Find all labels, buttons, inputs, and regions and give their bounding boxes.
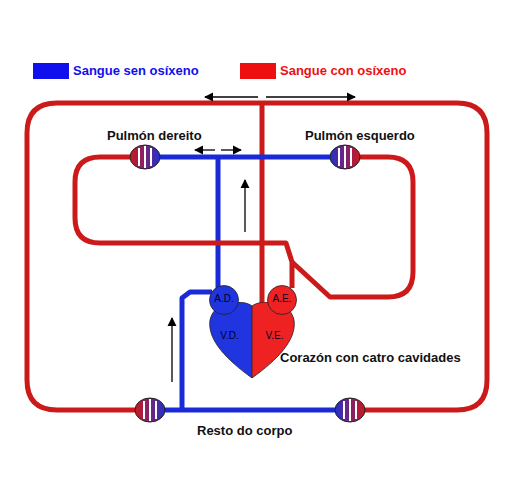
flow-arrow (205, 96, 258, 97)
capillary-bed (330, 145, 360, 169)
legend-swatch (240, 63, 276, 79)
vena-cava (182, 292, 212, 410)
chamber-label: V.E. (266, 330, 284, 378)
part-label: Pulmón dereito (107, 128, 202, 143)
ventricle: V.E. (252, 302, 297, 378)
chamber-label: V.D. (220, 330, 239, 378)
flow-arrow (244, 180, 245, 232)
aorta (260, 103, 265, 306)
capillary-bed (335, 398, 365, 422)
pulmonary-trunk (216, 157, 221, 288)
pulmonary-artery (160, 155, 330, 160)
chamber-label: A.E. (273, 293, 292, 315)
chamber-shape (252, 302, 294, 378)
capillary-stripes (339, 146, 351, 168)
part-label: Resto do corpo (197, 423, 292, 438)
capillary-bed (130, 145, 160, 169)
part-label: Corazón con catro cavidades (280, 350, 461, 365)
flow-arrow (266, 96, 355, 97)
chamber-shape (210, 302, 252, 378)
legend-text: Sangue sen osíxeno (73, 63, 199, 78)
capillary-bed (135, 398, 165, 422)
vein-body (164, 408, 336, 413)
capillary-stripes (144, 399, 156, 421)
capillary-stripes (344, 399, 356, 421)
pulmonary-vein-right (292, 157, 413, 297)
artery-right (262, 103, 487, 410)
atrium: A.E. (267, 285, 297, 315)
artery-left (27, 103, 262, 410)
chamber-shape (268, 286, 297, 315)
part-label: Pulmón esquerdo (305, 128, 415, 143)
atrium: A.D. (209, 285, 239, 315)
legend-text: Sangue con osíxeno (280, 63, 406, 78)
flow-arrow (171, 318, 172, 382)
capillary-stripes (139, 146, 151, 168)
flow-arrow (221, 149, 241, 150)
chamber-label: A.D. (214, 293, 233, 315)
legend-swatch (33, 63, 69, 79)
flow-arrow (195, 149, 215, 150)
chamber-shape (210, 286, 239, 315)
pulmonary-vein-left (75, 157, 292, 288)
